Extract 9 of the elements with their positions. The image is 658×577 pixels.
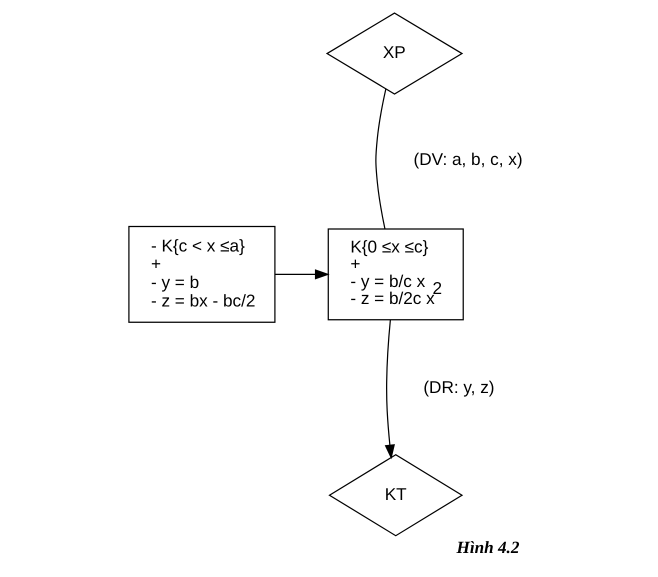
node-diamond: KT [328,454,463,536]
arrow [384,320,394,460]
connector [374,88,386,229]
label: (DR: y, z) [422,377,494,398]
caption: Hình 4.2 [456,538,519,558]
arrow [274,269,330,280]
label: (DV: a, b, c, x) [413,148,522,169]
node-diamond: XP [325,12,463,95]
node-box: - K{c < x ≤a} + - y = b - z = bx - bc/2 [128,226,276,323]
